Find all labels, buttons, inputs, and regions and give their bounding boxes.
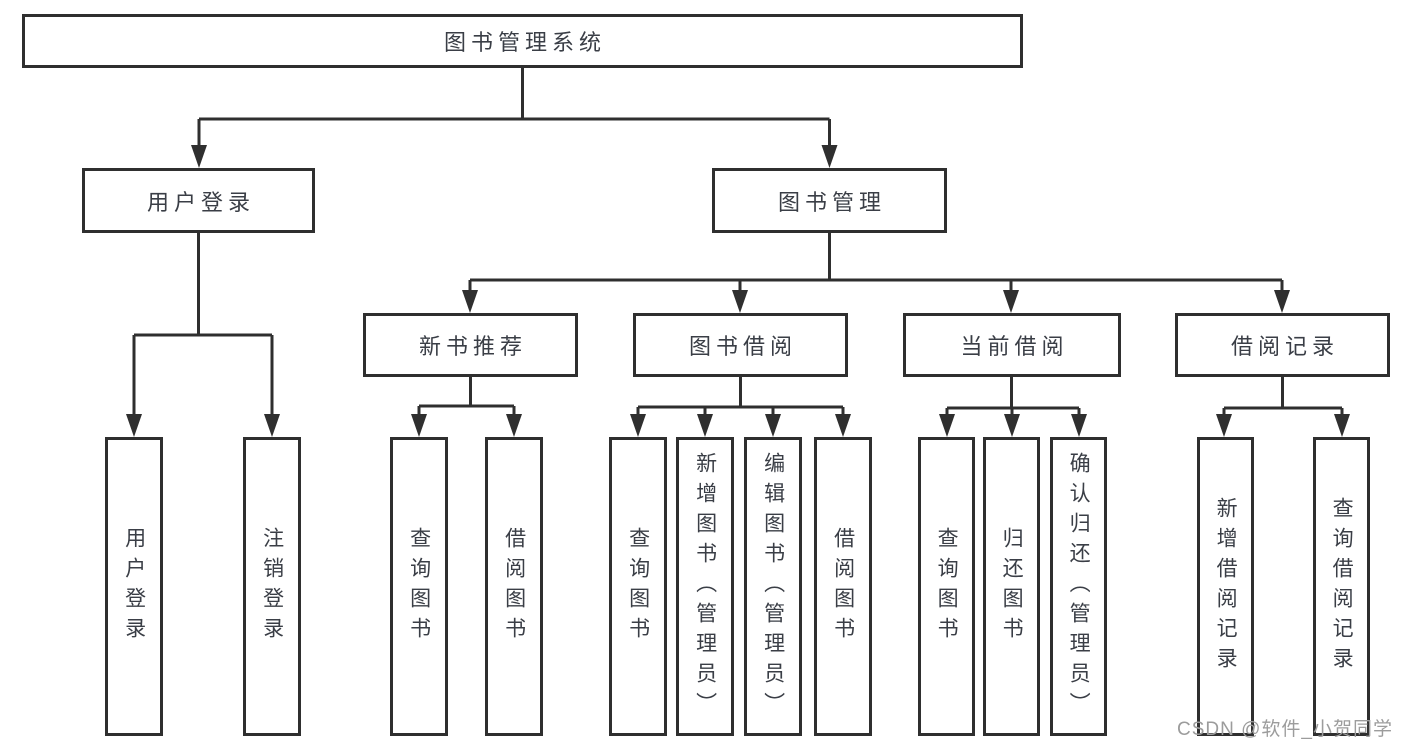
- node-new-book-recommendation: 新书推荐: [363, 313, 578, 377]
- arrow-down-icon: [835, 414, 851, 437]
- leaf-add-borrow-record: 新增借阅记录: [1197, 437, 1254, 736]
- node-borrowing-records: 借阅记录: [1175, 313, 1390, 377]
- arrow-down-icon: [462, 290, 478, 313]
- leaf-edit-books-admin: 编辑图书（管理员）: [744, 437, 802, 736]
- arrow-down-icon: [1003, 290, 1019, 313]
- node-label: 借阅记录: [1230, 334, 1339, 359]
- arrow-down-icon: [411, 414, 427, 437]
- leaf-confirm-return-admin: 确认归还（管理员）: [1050, 437, 1107, 736]
- connector-path: [132, 68, 1344, 416]
- node-book-management: 图书管理: [712, 168, 947, 233]
- node-label: 用户登录: [122, 526, 146, 647]
- arrow-down-icon: [732, 290, 748, 313]
- arrow-down-icon: [1334, 414, 1350, 437]
- arrow-down-icon: [1274, 290, 1290, 313]
- node-label: 查询图书: [626, 526, 650, 647]
- leaf-borrow-books: 借阅图书: [814, 437, 872, 736]
- node-label: 借阅图书: [502, 526, 526, 647]
- leaf-return-books: 归还图书: [983, 437, 1040, 736]
- leaf-logout: 注销登录: [243, 437, 301, 736]
- node-label: 图书管理: [777, 189, 886, 215]
- node-current-borrowing: 当前借阅: [903, 313, 1121, 377]
- csdn-watermark: CSDN @软件_小贺同学: [1177, 719, 1393, 740]
- arrow-down-icon: [1071, 414, 1087, 437]
- leaf-user-login: 用户登录: [105, 437, 163, 736]
- leaf-borrowing-query-books: 查询图书: [609, 437, 667, 736]
- arrow-down-icon: [1216, 414, 1232, 437]
- leaf-recommend-borrow-books: 借阅图书: [485, 437, 543, 736]
- arrow-down-icon: [191, 145, 207, 168]
- arrow-down-icon: [264, 414, 280, 437]
- node-label: 图书借阅: [688, 334, 797, 359]
- node-label: 图书管理系统: [443, 30, 606, 55]
- arrow-down-icon: [126, 414, 142, 437]
- arrow-down-icon: [506, 414, 522, 437]
- node-label: 查询图书: [407, 526, 431, 647]
- node-book-borrowing: 图书借阅: [633, 313, 848, 377]
- arrow-down-icon: [630, 414, 646, 437]
- node-label: 新增图书（管理员）: [693, 451, 717, 722]
- leaf-recommend-query-books: 查询图书: [390, 437, 448, 736]
- node-library-management-system: 图书管理系统: [22, 14, 1023, 68]
- node-label: 用户登录: [146, 189, 255, 215]
- arrow-down-icon: [765, 414, 781, 437]
- arrow-down-icon: [821, 145, 838, 168]
- arrow-down-icon: [939, 414, 955, 437]
- node-label: 当前借阅: [960, 334, 1069, 359]
- node-label: 借阅图书: [831, 526, 855, 647]
- leaf-current-query-books: 查询图书: [918, 437, 975, 736]
- node-user-login: 用户登录: [82, 168, 315, 233]
- arrow-down-icon: [697, 414, 713, 437]
- node-label: 查询借阅记录: [1330, 496, 1354, 677]
- node-label: 查询图书: [935, 526, 959, 647]
- arrow-down-icon: [1004, 414, 1020, 437]
- leaf-add-books-admin: 新增图书（管理员）: [676, 437, 734, 736]
- node-label: 新增借阅记录: [1214, 496, 1238, 677]
- node-label: 归还图书: [1000, 526, 1024, 647]
- node-label: 注销登录: [260, 526, 284, 647]
- node-label: 编辑图书（管理员）: [761, 451, 785, 722]
- node-label: 确认归还（管理员）: [1067, 451, 1091, 722]
- node-label: 新书推荐: [418, 334, 527, 359]
- leaf-query-borrow-record: 查询借阅记录: [1313, 437, 1370, 736]
